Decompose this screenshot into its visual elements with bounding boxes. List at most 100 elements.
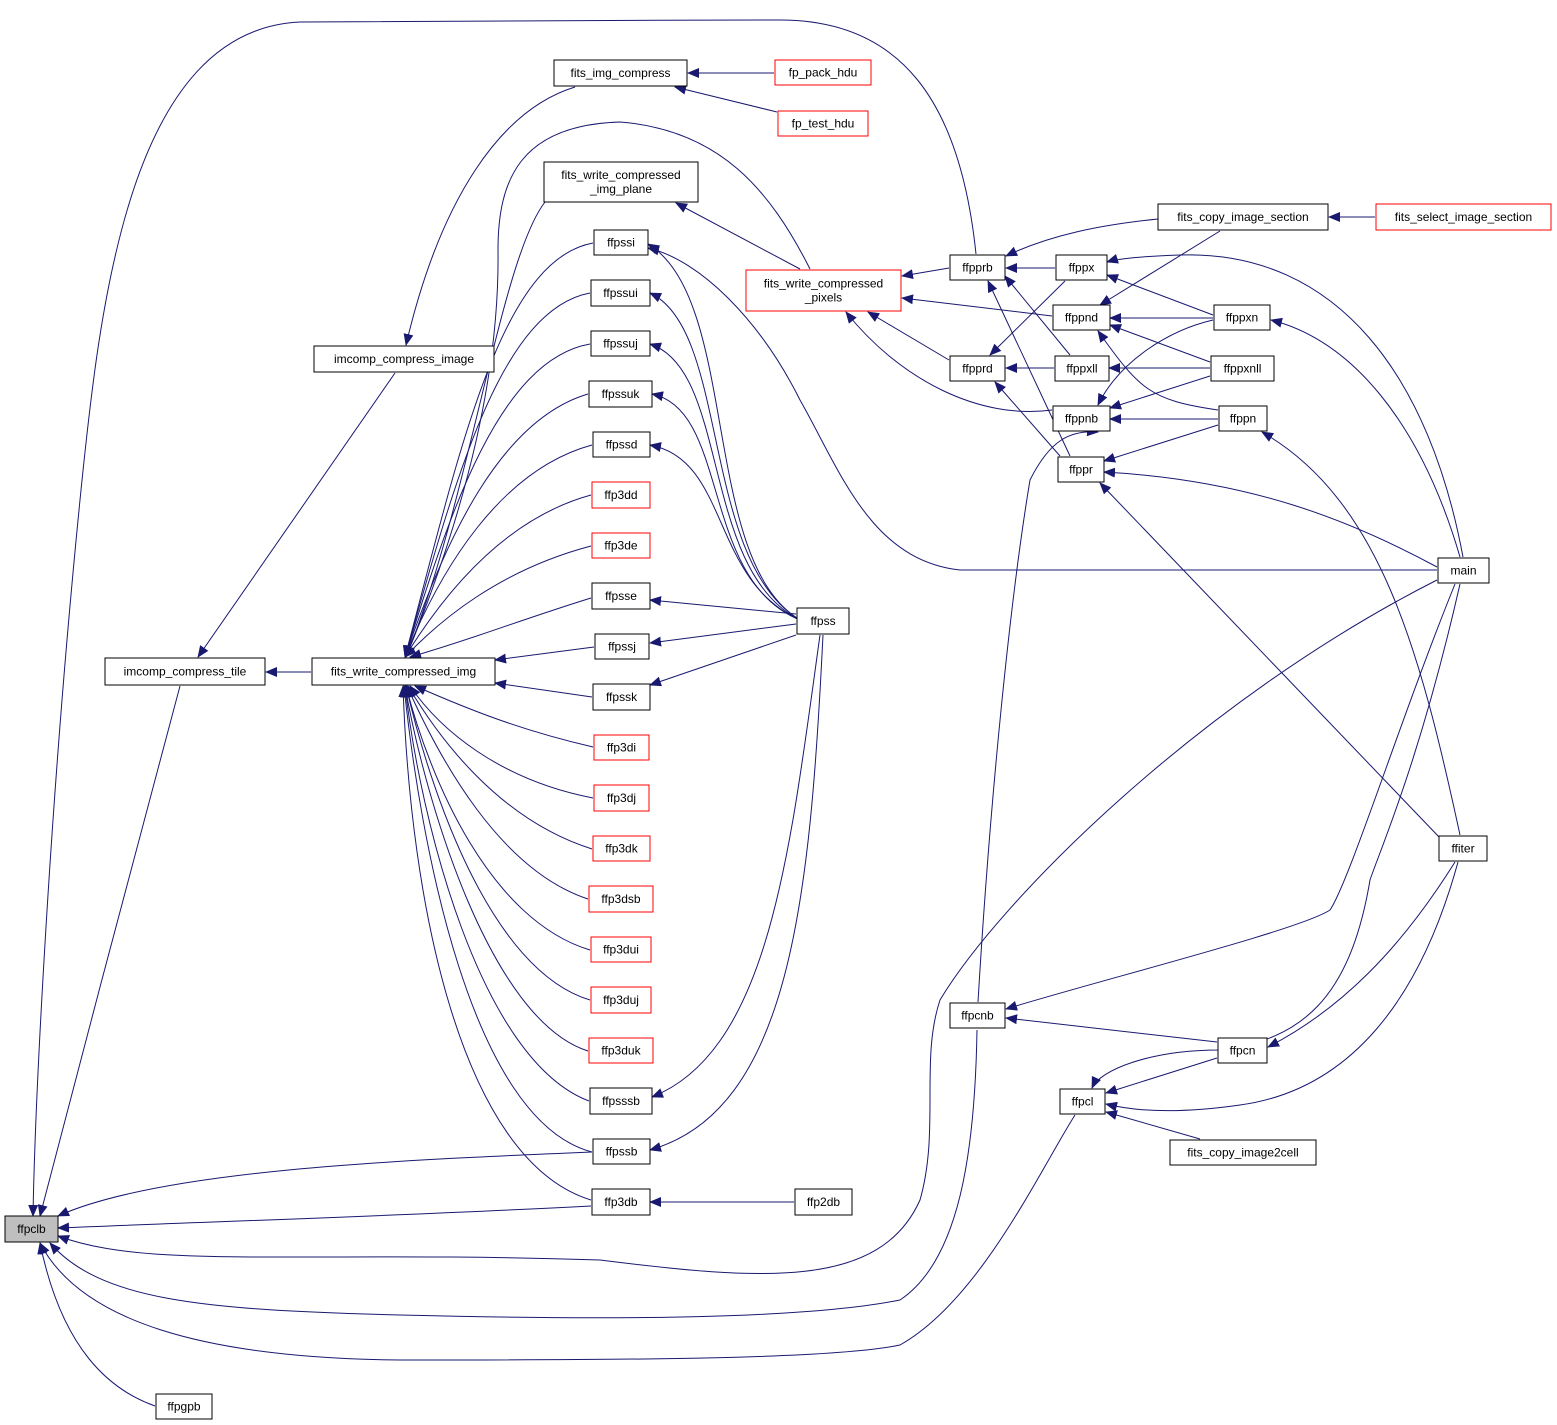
node-ffppxnll[interactable]: ffppxnll (1210, 355, 1275, 382)
node-ffpssb[interactable]: ffpssb (592, 1138, 651, 1165)
node-ffpprd[interactable]: ffpprd (949, 355, 1006, 382)
edge-ffp3dk-to-fits_write_compressed_img (407, 685, 593, 850)
edge-fp_test_hdu-to-fits_img_compress (674, 84, 778, 113)
node-box (591, 481, 651, 509)
node-ffp3dk[interactable]: ffp3dk (592, 835, 651, 862)
node-ffpsssb[interactable]: ffpsssb (589, 1087, 653, 1115)
node-ffpssd[interactable]: ffpssd (592, 431, 651, 458)
node-box (590, 279, 651, 307)
node-label: ffppxll (1066, 362, 1097, 376)
node-ffppx[interactable]: ffppx (1055, 254, 1108, 281)
node-ffpssuj[interactable]: ffpssuj (590, 330, 651, 357)
node-ffppr[interactable]: ffppr (1057, 456, 1105, 483)
node-fits_select_image_section[interactable]: fits_select_image_section (1375, 203, 1552, 231)
node-ffpcnb[interactable]: ffpcnb (949, 1002, 1006, 1029)
node-ffpssuk[interactable]: ffpssuk (588, 380, 653, 408)
node-ffppnb[interactable]: ffppnb (1052, 405, 1111, 432)
node-label: ffp3dd (604, 488, 637, 502)
node-ffp3dj[interactable]: ffp3dj (593, 784, 650, 812)
edge-ffp3dd-to-fits_write_compressed_img (404, 494, 592, 658)
node-label: imcomp_compress_image (334, 352, 474, 366)
node-ffpssui[interactable]: ffpssui (590, 279, 651, 307)
node-box (1057, 456, 1105, 483)
node-fits_copy_image_section[interactable]: fits_copy_image_section (1157, 203, 1329, 231)
edge-ffpcnb-to-ffpclb (49, 1029, 978, 1319)
edge-ffpssb-to-ffpclb (57, 1151, 593, 1217)
node-fits_write_compressed_img[interactable]: fits_write_compressed_img (311, 657, 496, 686)
node-ffpssi[interactable]: ffpssi (593, 229, 649, 256)
node-box (1218, 405, 1268, 432)
edge-fits_img_compress-to-imcomp_compress_image (403, 86, 576, 346)
node-imcomp_compress_image[interactable]: imcomp_compress_image (313, 345, 495, 373)
node-fp_test_hdu[interactable]: fp_test_hdu (777, 110, 869, 137)
edge-ffp3dui-to-fits_write_compressed_img (403, 685, 591, 951)
node-ffp3di[interactable]: ffp3di (593, 734, 650, 761)
node-label: ffp3di (607, 741, 636, 755)
node-ffiter[interactable]: ffiter (1438, 835, 1488, 862)
node-ffp3dsb[interactable]: ffp3dsb (588, 885, 654, 913)
node-ffp3duj[interactable]: ffp3duj (590, 986, 652, 1014)
edge-ffp3di-to-fits_write_compressed_img (414, 685, 594, 748)
node-box (591, 1188, 651, 1216)
edge-ffpprb-to-ffpclb (28, 19, 977, 1217)
node-ffpss[interactable]: ffpss (796, 607, 850, 635)
node-ffp2db[interactable]: ffp2db (794, 1188, 853, 1216)
node-ffpsse[interactable]: ffpsse (591, 582, 651, 610)
node-box (311, 657, 496, 686)
node-ffppn[interactable]: ffppn (1218, 405, 1268, 432)
node-box (104, 657, 266, 686)
node-imcomp_compress_tile[interactable]: imcomp_compress_tile (104, 657, 266, 686)
node-ffpssk[interactable]: ffpssk (592, 683, 651, 711)
node-ffp3dd[interactable]: ffp3dd (591, 481, 651, 509)
node-ffp3de[interactable]: ffp3de (591, 532, 651, 559)
node-ffpssj[interactable]: ffpssj (594, 633, 650, 660)
edge-ffpcnb-to-ffppnb (977, 426, 1099, 1003)
node-ffppnd[interactable]: ffppnd (1052, 304, 1111, 331)
node-fits_copy_image2cell[interactable]: fits_copy_image2cell (1169, 1139, 1317, 1166)
node-label: ffpssk (606, 690, 638, 704)
node-fits_img_compress[interactable]: fits_img_compress (553, 59, 688, 87)
edge-layer (28, 19, 1464, 1407)
edge-ffpssb-to-fits_write_compressed_img (400, 685, 593, 1153)
node-box (796, 607, 850, 635)
node-label: ffppn (1230, 412, 1256, 426)
node-label: ffpssd (606, 438, 638, 452)
node-box (1055, 254, 1108, 281)
node-ffpcl[interactable]: ffpcl (1059, 1088, 1106, 1115)
edge-ffppn-to-ffppnd (1097, 330, 1219, 411)
node-ffp3dui[interactable]: ffp3dui (590, 936, 652, 963)
node-box (588, 1037, 654, 1064)
edge-fits_write_compressed_pixels-to-fits_write_compressed_img (405, 121, 811, 658)
node-box (593, 734, 650, 761)
edge-ffpprd-to-fits_write_compressed_pixels (867, 311, 950, 361)
node-label: ffp3duk (601, 1044, 641, 1058)
edge-main-to-ffppr (1103, 467, 1438, 568)
node-main[interactable]: main (1437, 557, 1490, 584)
node-fits_write_compressed_img_plane[interactable]: fits_write_compressed_img_plane (543, 161, 699, 203)
node-fits_write_compressed_pixels[interactable]: fits_write_compressed_pixels (745, 269, 902, 312)
node-label: ffp3dj (607, 791, 636, 805)
node-ffpcn[interactable]: ffpcn (1217, 1037, 1268, 1064)
node-box (1059, 1088, 1106, 1115)
node-box (1437, 557, 1490, 584)
node-box (777, 110, 869, 137)
node-label: fits_copy_image2cell (1187, 1146, 1298, 1160)
node-ffp3db[interactable]: ffp3db (591, 1188, 651, 1216)
node-ffppxll[interactable]: ffppxll (1054, 355, 1110, 382)
edge-ffpss-to-ffpssuj (649, 342, 801, 621)
edge-ffpss-to-ffpssi (647, 243, 801, 621)
node-ffpclb[interactable]: ffpclb (4, 1215, 59, 1243)
node-ffp3duk[interactable]: ffp3duk (588, 1037, 654, 1064)
edge-ffpcl-to-ffpclb (39, 1114, 1076, 1361)
edge-ffpss-to-ffpssui (649, 292, 801, 621)
edge-ffppxnll-to-ffppnd (1109, 324, 1211, 363)
node-label: ffpcnb (961, 1009, 994, 1023)
edge-imcomp_compress_tile-to-ffpclb (37, 685, 181, 1217)
node-ffpprb[interactable]: ffpprb (949, 254, 1006, 281)
node-ffppxn[interactable]: ffppxn (1213, 304, 1271, 331)
edge-ffppr-to-ffpprd (994, 381, 1061, 457)
node-ffpgpb[interactable]: ffpgpb (155, 1393, 213, 1420)
node-label: fits_img_compress (570, 66, 670, 80)
node-label: ffp3duj (603, 993, 639, 1007)
node-fp_pack_hdu[interactable]: fp_pack_hdu (774, 59, 872, 86)
